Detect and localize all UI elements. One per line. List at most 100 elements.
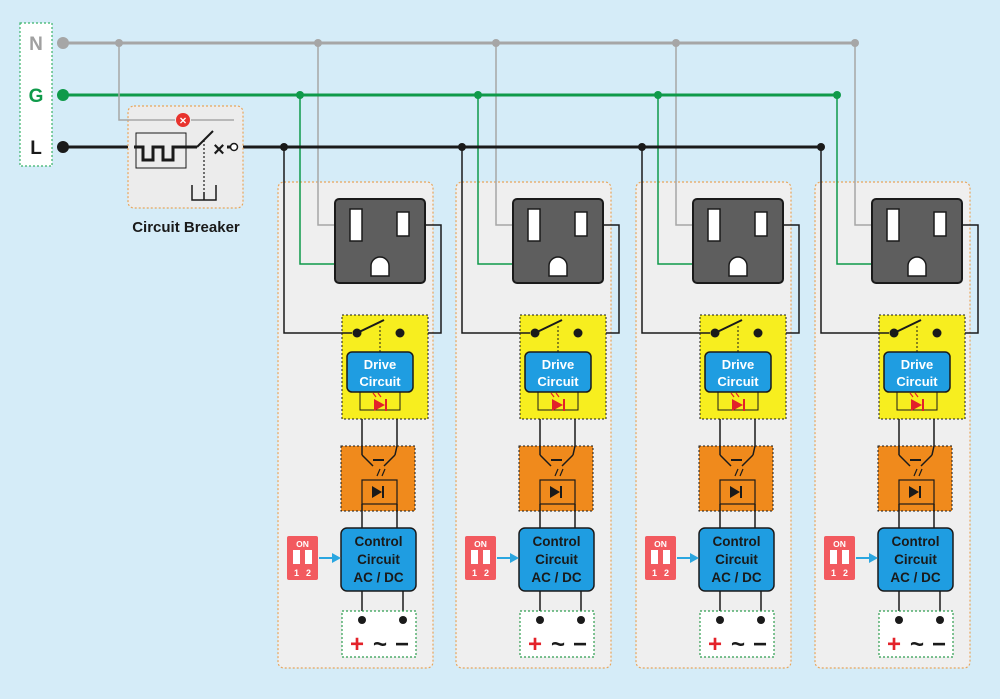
breaker-neutral-junction (115, 39, 123, 47)
dip-switch-lever-1 (651, 550, 658, 564)
dip-switch-pos1-label: 1 (831, 568, 836, 578)
dip-switch-pos1-label: 1 (472, 568, 477, 578)
dc-plus-symbol: + (708, 631, 722, 658)
relay-switch-icon (356, 319, 385, 334)
power-input-terminal-left (358, 616, 366, 624)
dc-minus-symbol: − (395, 631, 409, 658)
opto-led-icon (909, 486, 919, 498)
control-circuit-label-line3: AC / DC (890, 570, 941, 585)
dip-switch-on-label: ON (833, 539, 846, 549)
outlet-ground-hole (728, 256, 748, 277)
breaker-indicator-lamp (176, 113, 190, 127)
breaker-lamp-cross-icon: × (179, 114, 186, 128)
phototransistor-emitter (383, 454, 396, 467)
opto-light-ray-2 (381, 468, 386, 477)
dip-switch-lever-1 (293, 550, 300, 564)
drive-circuit-label-line1: Drive (542, 357, 575, 372)
line-drop-wire (820, 147, 879, 334)
ac-tilde-symbol: ~ (910, 631, 924, 658)
indicator-led-icon (552, 399, 563, 411)
dip-signal-arrow-icon (332, 553, 341, 563)
dip-switch-lever-2 (483, 550, 490, 564)
led-emission-ray-1 (372, 392, 377, 398)
dip-switch-lever-2 (842, 550, 849, 564)
dip-switch-pos1-label: 1 (294, 568, 299, 578)
power-input-terminal-left (716, 616, 724, 624)
outlet-neutral-slot (707, 208, 721, 242)
drive-circuit-label-line1: Drive (364, 357, 397, 372)
opto-led-icon (550, 486, 560, 498)
led-emission-ray-1 (550, 392, 555, 398)
control-circuit-box (877, 527, 954, 592)
indicator-led-loop (717, 391, 759, 411)
led-emission-ray-2 (555, 392, 560, 398)
line-terminal-label: L (30, 138, 42, 159)
control-circuit-label-line2: Circuit (715, 552, 758, 567)
outlet-neutral-slot (349, 208, 363, 242)
circuit-breaker-label: Circuit Breaker (132, 219, 240, 236)
outlet-neutral-slot (886, 208, 900, 242)
line-drop-wire (461, 147, 520, 334)
control-circuit-box (340, 527, 417, 592)
control-circuit-label-line1: Control (355, 534, 403, 549)
opto-led-loop (719, 479, 756, 505)
outlet-ground-hole (370, 256, 390, 277)
ac-tilde-symbol: ~ (551, 631, 565, 658)
drive-circuit-label-line2: Circuit (537, 374, 579, 389)
dip-switch (287, 536, 318, 580)
line-drop-wire (641, 147, 700, 334)
phototransistor-lead-right (931, 445, 935, 456)
ac-tilde-symbol: ~ (373, 631, 387, 658)
line-junction (817, 143, 825, 151)
relay-contact-right (573, 328, 583, 338)
power-input-terminal-left (536, 616, 544, 624)
control-circuit-label-line3: AC / DC (531, 570, 582, 585)
terminal-block: N G L (19, 22, 53, 167)
phototransistor-lead-right (572, 445, 576, 456)
ground-terminal-node (57, 89, 69, 101)
relay-contact-right (932, 328, 942, 338)
dip-switch-lever-2 (305, 550, 312, 564)
indicator-led-icon (732, 399, 743, 411)
control-circuit-label-line2: Circuit (894, 552, 937, 567)
drive-circuit-label-line2: Circuit (359, 374, 401, 389)
indicator-led-loop (537, 391, 579, 411)
opto-light-ray-2 (918, 468, 923, 477)
outlet-hot-slot (933, 211, 947, 237)
dip-switch (645, 536, 676, 580)
dip-signal-arrow-icon (690, 553, 699, 563)
indicator-led-loop (896, 391, 938, 411)
control-circuit-label-line2: Circuit (535, 552, 578, 567)
indicator-led-icon (911, 399, 922, 411)
opto-led-loop (898, 479, 935, 505)
dip-switch-pos2-label: 2 (306, 568, 311, 578)
opto-light-ray-2 (559, 468, 564, 477)
opto-light-ray-1 (734, 468, 739, 477)
outlet-ground-hole (907, 256, 927, 277)
led-emission-ray-1 (730, 392, 735, 398)
dip-signal-arrow-icon (869, 553, 878, 563)
ac-tilde-symbol: ~ (731, 631, 745, 658)
control-circuit-label-line3: AC / DC (711, 570, 762, 585)
relay-switch-icon (534, 319, 563, 334)
opto-light-ray-1 (376, 468, 381, 477)
phototransistor-collector (361, 454, 374, 467)
control-circuit-box (518, 527, 595, 592)
dc-minus-symbol: − (573, 631, 587, 658)
control-circuit-label-line1: Control (533, 534, 581, 549)
optocoupler-block (340, 445, 416, 512)
optocoupler-block (698, 445, 774, 512)
terminal-block-frame (19, 22, 53, 167)
outlet-hot-slot (574, 211, 588, 237)
drive-circuit-label-line1: Drive (722, 357, 755, 372)
dip-switch-on-label: ON (296, 539, 309, 549)
relay-switch-icon (893, 319, 922, 334)
line-drop-wire (283, 147, 342, 334)
led-emission-ray-2 (914, 392, 919, 398)
phototransistor-emitter (920, 454, 933, 467)
dip-switch-lever-2 (663, 550, 670, 564)
